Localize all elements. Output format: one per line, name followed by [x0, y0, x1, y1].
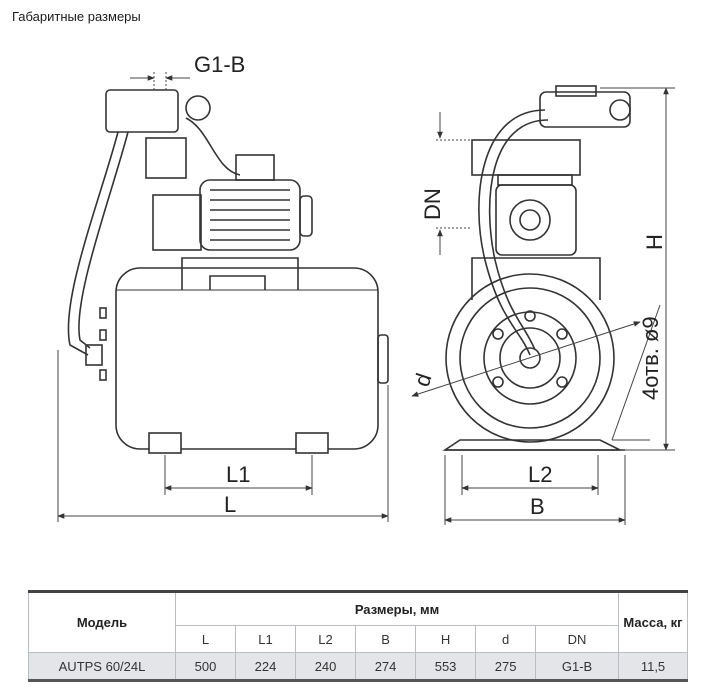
cell-value: 553 [415, 652, 477, 682]
col-header: L2 [295, 625, 357, 653]
label-d: d [409, 370, 437, 389]
col-header: L [174, 625, 237, 653]
label-dn: DN [420, 188, 445, 220]
col-header: DN [535, 625, 619, 653]
label-b: B [530, 494, 545, 519]
col-header: B [355, 625, 417, 653]
label-l1: L1 [226, 462, 250, 487]
front-view-pump [67, 89, 389, 454]
cell-mass: 11,5 [618, 652, 688, 682]
label-g1b: G1-B [194, 52, 245, 77]
page-title: Габаритные размеры [12, 9, 141, 24]
label-h: H [642, 234, 667, 250]
label-l2: L2 [528, 462, 552, 487]
model-header: Модель [28, 590, 176, 653]
col-header: d [475, 625, 537, 653]
table-row: AUTPS 60/24L 500 224 240 274 553 275 G1-… [28, 652, 688, 682]
col-header: H [415, 625, 477, 653]
cell-value: G1-B [535, 652, 619, 682]
side-view-pump [442, 85, 631, 451]
label-holes: 4отв. ø9 [638, 316, 663, 400]
cell-value: 224 [235, 652, 297, 682]
cell-value: 240 [295, 652, 357, 682]
cell-value: 500 [174, 652, 237, 682]
dimension-drawing: G1-B L1 L DN H d 4отв. ø9 L2 B [57, 52, 675, 525]
spec-table: Модель Размеры, мм Масса, кг L L1 L2 B H… [28, 590, 688, 682]
label-l: L [224, 492, 236, 517]
cell-value: 275 [475, 652, 537, 682]
mass-header: Масса, кг [618, 590, 688, 653]
cell-model: AUTPS 60/24L [28, 652, 176, 682]
col-header: L1 [235, 625, 297, 653]
cell-value: 274 [355, 652, 417, 682]
dims-header: Размеры, мм [175, 590, 619, 626]
